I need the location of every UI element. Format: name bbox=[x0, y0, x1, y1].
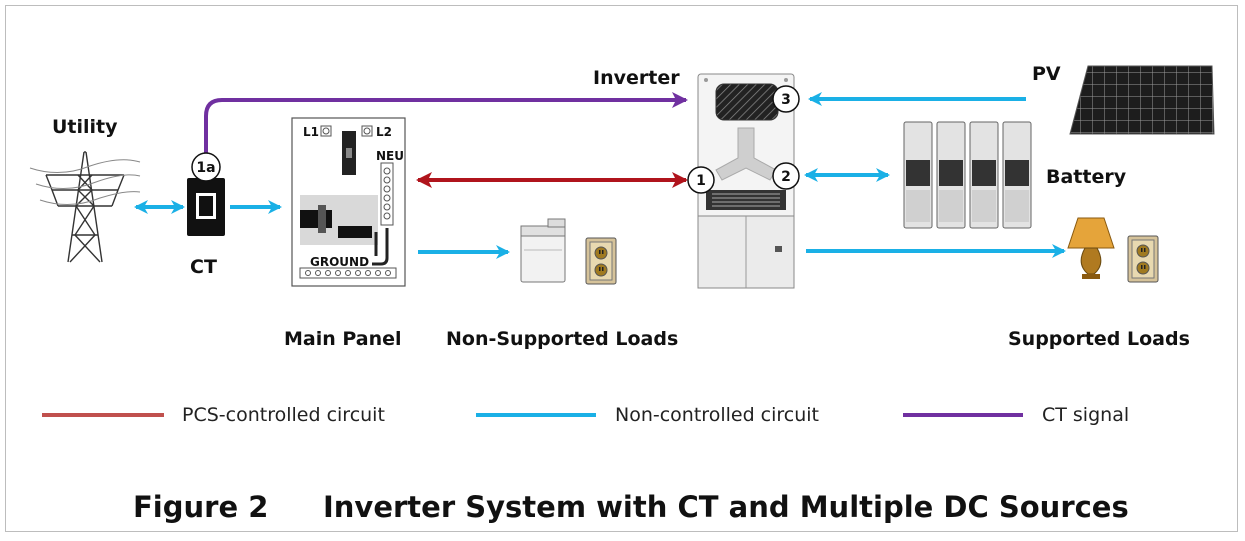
inverter-label: Inverter bbox=[593, 67, 680, 89]
outlet-icon bbox=[585, 237, 617, 285]
supported-outlet-icon bbox=[1127, 235, 1159, 283]
utility-tower-icon bbox=[29, 151, 141, 263]
legend-line-pcs bbox=[42, 413, 164, 417]
marker-2: 2 bbox=[772, 162, 800, 190]
main-panel-icon bbox=[291, 117, 406, 287]
inverter-icon bbox=[697, 73, 795, 289]
marker-1: 1 bbox=[687, 166, 715, 194]
lamp-icon bbox=[1067, 217, 1115, 279]
ct-label: CT bbox=[190, 256, 217, 278]
panel-ground-label: GROUND bbox=[310, 255, 369, 269]
panel-l1-label: L1 bbox=[303, 125, 319, 139]
panel-neu-label: NEU bbox=[376, 149, 404, 163]
ct-device-icon bbox=[187, 178, 225, 236]
legend-label-non-controlled: Non-controlled circuit bbox=[615, 404, 819, 426]
figure-frame bbox=[5, 5, 1238, 532]
supported-loads-label: Supported Loads bbox=[1008, 328, 1190, 350]
battery-label: Battery bbox=[1046, 166, 1127, 188]
panel-l2-label: L2 bbox=[376, 125, 392, 139]
utility-label: Utility bbox=[52, 116, 118, 138]
washer-icon bbox=[520, 218, 566, 283]
battery-bank-icon bbox=[903, 121, 1032, 229]
figure-number: Figure 2 bbox=[133, 490, 269, 524]
marker-3: 3 bbox=[772, 85, 800, 113]
ct-signal-line bbox=[204, 92, 688, 158]
svg-text:3: 3 bbox=[781, 92, 791, 108]
svg-text:1: 1 bbox=[696, 173, 706, 189]
main-panel-label: Main Panel bbox=[284, 328, 402, 350]
legend-line-ct-signal bbox=[903, 413, 1023, 417]
pv-label: PV bbox=[1032, 63, 1061, 85]
marker-1a: 1a bbox=[191, 152, 221, 182]
pv-panel-icon bbox=[1069, 65, 1215, 135]
legend-label-pcs: PCS-controlled circuit bbox=[182, 404, 385, 426]
legend-line-non-controlled bbox=[476, 413, 596, 417]
non-supported-loads-label: Non-Supported Loads bbox=[446, 328, 679, 350]
svg-text:2: 2 bbox=[781, 169, 791, 185]
svg-text:1a: 1a bbox=[196, 160, 215, 176]
figure-title: Inverter System with CT and Multiple DC … bbox=[323, 490, 1129, 524]
legend-label-ct-signal: CT signal bbox=[1042, 404, 1130, 426]
